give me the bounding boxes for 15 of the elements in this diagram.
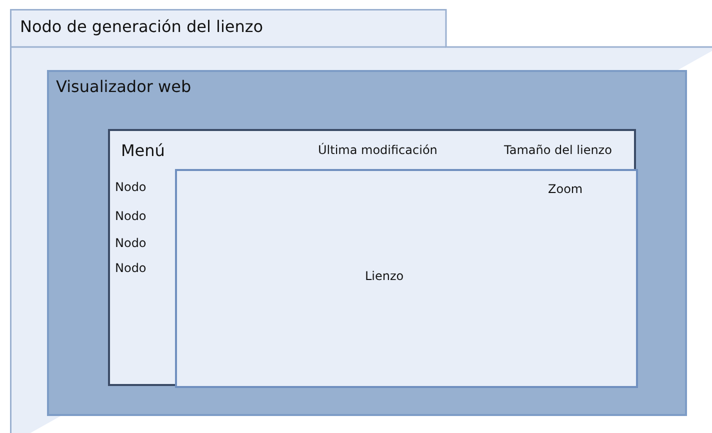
menu-label: Última modificación (318, 143, 438, 157)
canvas-label: Lienzo (365, 269, 404, 283)
menu-item: Nodo (115, 209, 146, 223)
viewer-panel (47, 70, 687, 416)
zoom-label: Zoom (548, 182, 583, 196)
menu-heading: Menú (121, 141, 165, 160)
panel-heading: Visualizador web (56, 77, 192, 96)
menu-item: Nodo (115, 236, 146, 250)
menu-item: Nodo (115, 261, 146, 275)
canvas-area (175, 169, 638, 388)
menu-panel (108, 129, 636, 386)
menu-label: Tamaño del lienzo (504, 143, 612, 157)
panel-heading: Nodo de generación del lienzo (20, 17, 264, 36)
menu-item: Nodo (115, 180, 146, 194)
container-panel (10, 9, 712, 433)
